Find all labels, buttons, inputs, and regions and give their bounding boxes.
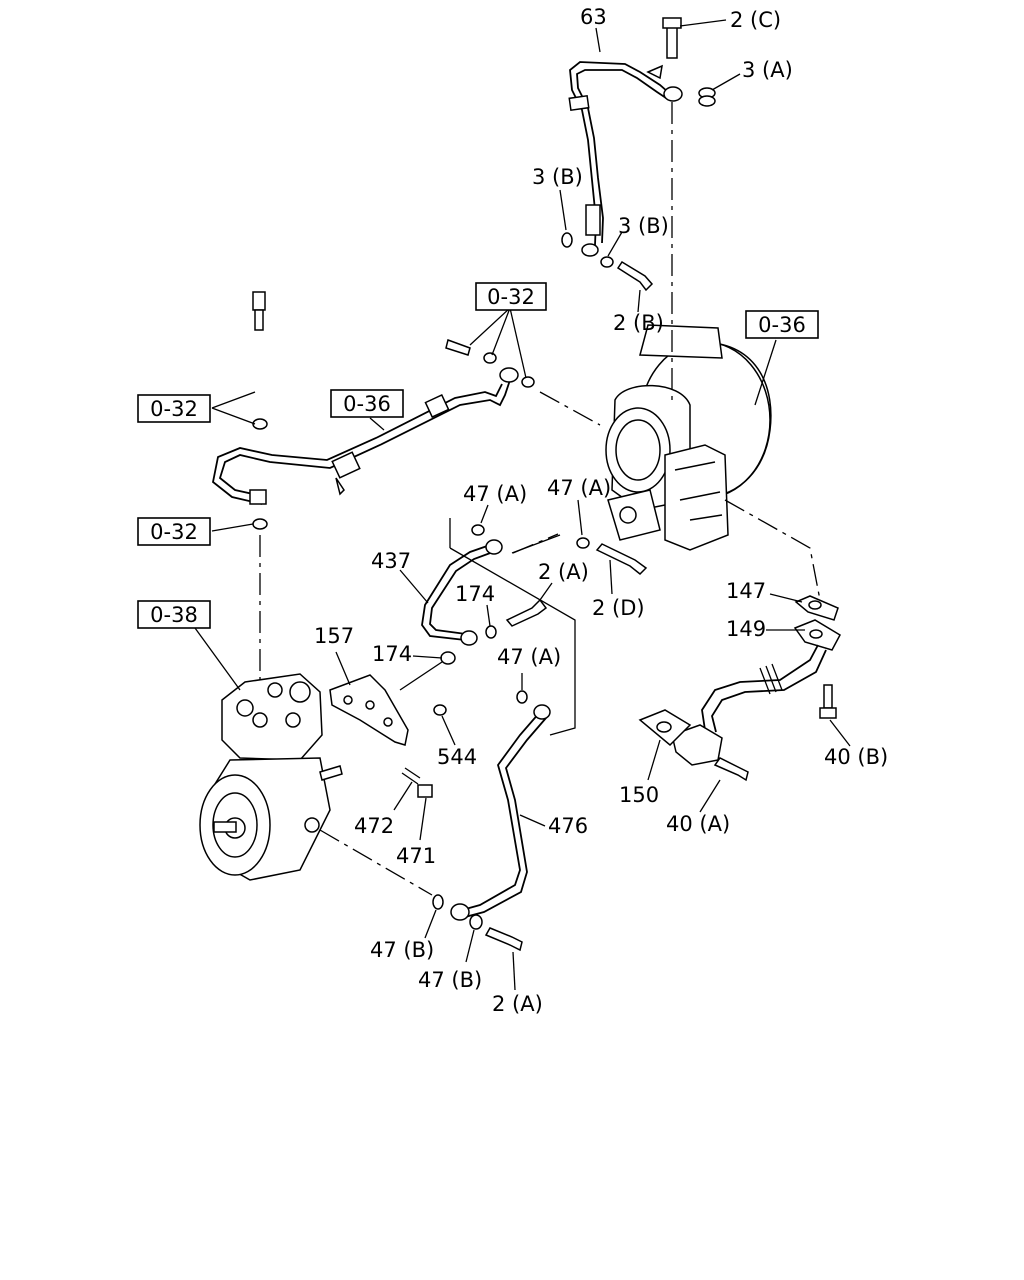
label-157: 157 — [314, 624, 354, 648]
ref-0-38: 0-38 — [150, 603, 198, 627]
ref-box-3 — [330, 389, 404, 418]
label-150: 150 — [619, 783, 659, 807]
bolts-0-32 — [252, 291, 535, 530]
label-174-upper: 174 — [455, 582, 495, 606]
washer-47a-2 — [576, 537, 590, 549]
part-labels: 63 2 (C) 3 (A) 3 (B) 3 (B) 2 (B) 47 (A) … — [314, 5, 888, 1016]
label-63: 63 — [580, 5, 607, 29]
label-476: 476 — [548, 814, 588, 838]
label-47b-right: 47 (B) — [418, 968, 482, 992]
label-2a-upper: 2 (A) — [538, 560, 589, 584]
label-174-lower: 174 — [372, 642, 412, 666]
label-149: 149 — [726, 617, 766, 641]
label-2c: 2 (C) — [730, 8, 781, 32]
label-147: 147 — [726, 579, 766, 603]
label-3b-left: 3 (B) — [532, 165, 583, 189]
label-471: 471 — [396, 844, 436, 868]
reference-boxes: 0-32 0-36 0-36 0-32 0-32 0-38 — [137, 282, 819, 629]
ref-0-36-left: 0-36 — [343, 392, 391, 416]
air-compressor — [199, 673, 343, 881]
label-47b-left: 47 (B) — [370, 938, 434, 962]
pipe-149 — [638, 595, 841, 782]
ref-0-32-left: 0-32 — [150, 397, 198, 421]
label-47a-1: 47 (A) — [463, 482, 527, 506]
ref-box-4 — [137, 394, 211, 423]
bolt-2a-1 — [505, 598, 548, 627]
label-3a: 3 (A) — [742, 58, 793, 82]
ref-box-5 — [137, 517, 211, 546]
turbocharger — [605, 324, 772, 551]
hose-0-36 — [212, 367, 519, 505]
ref-box-2 — [745, 310, 819, 339]
label-40a: 40 (A) — [666, 812, 730, 836]
washer-174-1 — [485, 625, 497, 639]
ref-0-36-right: 0-36 — [758, 313, 806, 337]
label-2b: 2 (B) — [613, 311, 664, 335]
ref-0-32-middle: 0-32 — [150, 520, 198, 544]
label-544: 544 — [437, 745, 477, 769]
label-2d: 2 (D) — [592, 596, 645, 620]
leader-lines — [194, 19, 851, 991]
label-472: 472 — [354, 814, 394, 838]
pipe-437 — [421, 539, 503, 646]
ref-box-6 — [137, 600, 211, 629]
washer-47a-3 — [516, 690, 528, 704]
ref-box-1 — [475, 282, 547, 311]
ref-0-32-top: 0-32 — [487, 285, 535, 309]
bracket-157 — [329, 674, 447, 798]
washer-47a-1 — [471, 524, 485, 536]
label-437: 437 — [371, 549, 411, 573]
bolt-2d — [595, 543, 648, 576]
label-47a-2: 47 (A) — [547, 476, 611, 500]
washer-174-2 — [440, 651, 456, 665]
hose-63 — [568, 17, 683, 257]
pipe-476 — [432, 704, 551, 952]
label-3b-right: 3 (B) — [618, 214, 669, 238]
washers-top — [561, 87, 716, 292]
label-40b: 40 (B) — [824, 745, 888, 769]
label-47a-3: 47 (A) — [497, 645, 561, 669]
label-2a-lower: 2 (A) — [492, 992, 543, 1016]
